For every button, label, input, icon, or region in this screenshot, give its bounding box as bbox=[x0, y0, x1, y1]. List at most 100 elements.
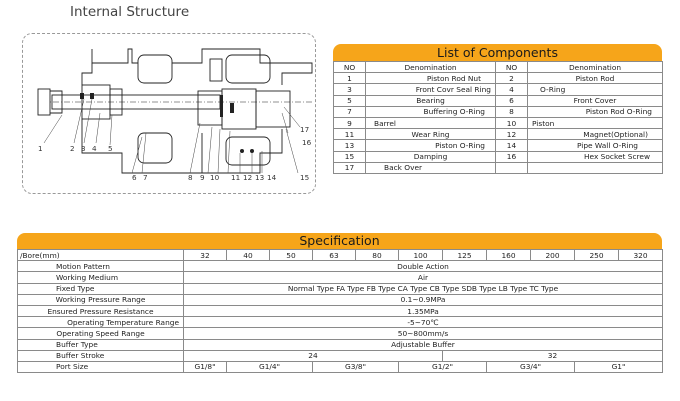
table-cell bbox=[527, 161, 663, 174]
table-row: 11 Wear Ring 12 Magnet(Optional) bbox=[333, 128, 663, 141]
table-row: Fixed Type Normal Type FA Type FB Type C… bbox=[17, 282, 663, 295]
table-cell: Piston Rod bbox=[527, 72, 663, 85]
table-cell: 15 bbox=[333, 150, 366, 163]
cylinder-diagram bbox=[37, 48, 313, 174]
table-row: 15 Damping 16 Hex Socket Screw bbox=[333, 150, 663, 163]
table-cell: 8 bbox=[495, 105, 528, 118]
table-cell: Piston Rod Nut bbox=[365, 72, 496, 85]
table-row: Working Medium Air bbox=[17, 271, 663, 284]
table-row: Buffer Type Adjustable Buffer bbox=[17, 338, 663, 351]
table-cell: 2 bbox=[495, 72, 528, 85]
bore-40: 40 bbox=[226, 248, 270, 262]
table-cell: 3 bbox=[333, 83, 366, 96]
fixed-type-item: FB bbox=[366, 284, 376, 294]
stroke-label: Buffer Stroke bbox=[17, 349, 184, 362]
table-row: 1 Piston Rod Nut 2 Piston Rod bbox=[333, 72, 663, 85]
callout-3: 3 bbox=[81, 144, 86, 153]
motion-value: Double Action bbox=[183, 260, 663, 273]
stroke-value-large: 32 bbox=[442, 349, 663, 362]
table-cell: 12 bbox=[495, 128, 528, 141]
fixed-type-item: Type bbox=[410, 284, 428, 294]
medium-label: Working Medium bbox=[17, 271, 184, 284]
bore-320: 320 bbox=[618, 248, 663, 262]
callout-9: 9 bbox=[200, 173, 205, 182]
bore-100: 100 bbox=[398, 248, 443, 262]
table-cell: 6 bbox=[495, 94, 528, 107]
table-cell: Damping bbox=[365, 150, 496, 163]
table-row: 3 Front Covr Seal Ring 4 O-Ring bbox=[333, 83, 663, 96]
fixed-label: Fixed Type bbox=[17, 282, 184, 295]
table-cell: 17 bbox=[333, 161, 366, 174]
fixed-type-item: FA bbox=[336, 284, 345, 294]
callout-1: 1 bbox=[38, 144, 43, 153]
callout-8: 8 bbox=[188, 173, 193, 182]
bore-32: 32 bbox=[183, 248, 227, 262]
port-value: G3/8" bbox=[312, 360, 399, 374]
table-row: 13 Piston O-Ring 14 Pipe Wall O-Ring bbox=[333, 139, 663, 152]
diagram-frame bbox=[22, 33, 316, 194]
fixed-type-item: TC bbox=[529, 284, 539, 294]
port-value: G3/4" bbox=[486, 360, 575, 374]
table-cell: 1 bbox=[333, 72, 366, 85]
callout-13: 13 bbox=[255, 173, 265, 182]
port-value: G1/2" bbox=[398, 360, 487, 374]
buffer-type-value: Adjustable Buffer bbox=[183, 338, 663, 351]
table-row: 17 Back Over bbox=[333, 161, 663, 174]
internal-structure-title: Internal Structure bbox=[70, 4, 190, 20]
temp-label: Operating Temperature Range bbox=[17, 316, 184, 329]
table-cell: 11 bbox=[333, 128, 366, 141]
callout-6: 6 bbox=[132, 173, 137, 182]
pressure-value: 0.1~0.9MPa bbox=[183, 293, 663, 306]
components-table: NO Denomination NO Denomination 1 Piston… bbox=[333, 60, 663, 174]
callout-5: 5 bbox=[108, 144, 113, 153]
table-cell: Buffering O-Ring bbox=[365, 105, 496, 118]
stroke-value-small: 24 bbox=[183, 349, 443, 362]
callout-11: 11 bbox=[231, 173, 241, 182]
table-row: Working Pressure Range 0.1~0.9MPa bbox=[17, 293, 663, 306]
table-cell: 16 bbox=[495, 150, 528, 163]
ensured-label: Ensured Pressure Resistance bbox=[17, 304, 184, 318]
table-cell: 9 bbox=[333, 116, 366, 130]
table-cell: Piston O-Ring bbox=[365, 139, 496, 152]
table-row: Buffer Stroke 24 32 bbox=[17, 349, 663, 362]
fixed-type-item: CA bbox=[397, 284, 408, 294]
table-row: Motion Pattern Double Action bbox=[17, 260, 663, 273]
speed-value: 50~800mm/s bbox=[183, 327, 663, 340]
table-cell: 10 bbox=[495, 116, 528, 130]
bore-50: 50 bbox=[269, 248, 313, 262]
fixed-type-item: SDB bbox=[461, 284, 477, 294]
speed-label: Operating Speed Range bbox=[17, 327, 184, 340]
medium-value: Air bbox=[183, 271, 663, 284]
table-cell: Piston Rod O-Ring bbox=[527, 105, 663, 118]
fixed-type-value: Normal Type FA Type FB Type CA Type CB T… bbox=[183, 282, 663, 295]
col-header-denomination: Denomination bbox=[527, 60, 663, 74]
table-cell: 14 bbox=[495, 139, 528, 152]
table-cell: 13 bbox=[333, 139, 366, 152]
table-row: /Bore(mm) 32 40 50 63 80 100 125 160 200… bbox=[17, 248, 663, 262]
table-row: 9 Barrel 10 Piston bbox=[333, 116, 663, 130]
fixed-type-item: Type bbox=[479, 284, 497, 294]
callout-2: 2 bbox=[70, 144, 75, 153]
specification-table: /Bore(mm) 32 40 50 63 80 100 125 160 200… bbox=[17, 248, 663, 374]
bore-160: 160 bbox=[486, 248, 531, 262]
table-cell: Back Over bbox=[365, 161, 496, 174]
fixed-type-item: Type bbox=[510, 284, 528, 294]
specification-title: Specification bbox=[17, 233, 662, 249]
callout-10: 10 bbox=[210, 173, 220, 182]
col-header-no: NO bbox=[333, 60, 366, 74]
table-row: Operating Temperature Range -5~70℃ bbox=[17, 316, 663, 329]
table-cell: Barrel bbox=[365, 116, 496, 130]
callout-4: 4 bbox=[92, 144, 97, 153]
fixed-type-item: Type bbox=[541, 284, 559, 294]
port-value: G1" bbox=[574, 360, 663, 374]
callout-15: 15 bbox=[300, 173, 310, 182]
callout-7: 7 bbox=[143, 173, 148, 182]
table-cell: Front Covr Seal Ring bbox=[365, 83, 496, 96]
table-cell: O-Ring bbox=[527, 83, 663, 96]
buffer-type-label: Buffer Type bbox=[17, 338, 184, 351]
table-cell bbox=[495, 161, 528, 174]
bore-80: 80 bbox=[355, 248, 399, 262]
bore-200: 200 bbox=[530, 248, 575, 262]
ensured-value: 1.35MPa bbox=[183, 304, 663, 318]
table-cell: 4 bbox=[495, 83, 528, 96]
